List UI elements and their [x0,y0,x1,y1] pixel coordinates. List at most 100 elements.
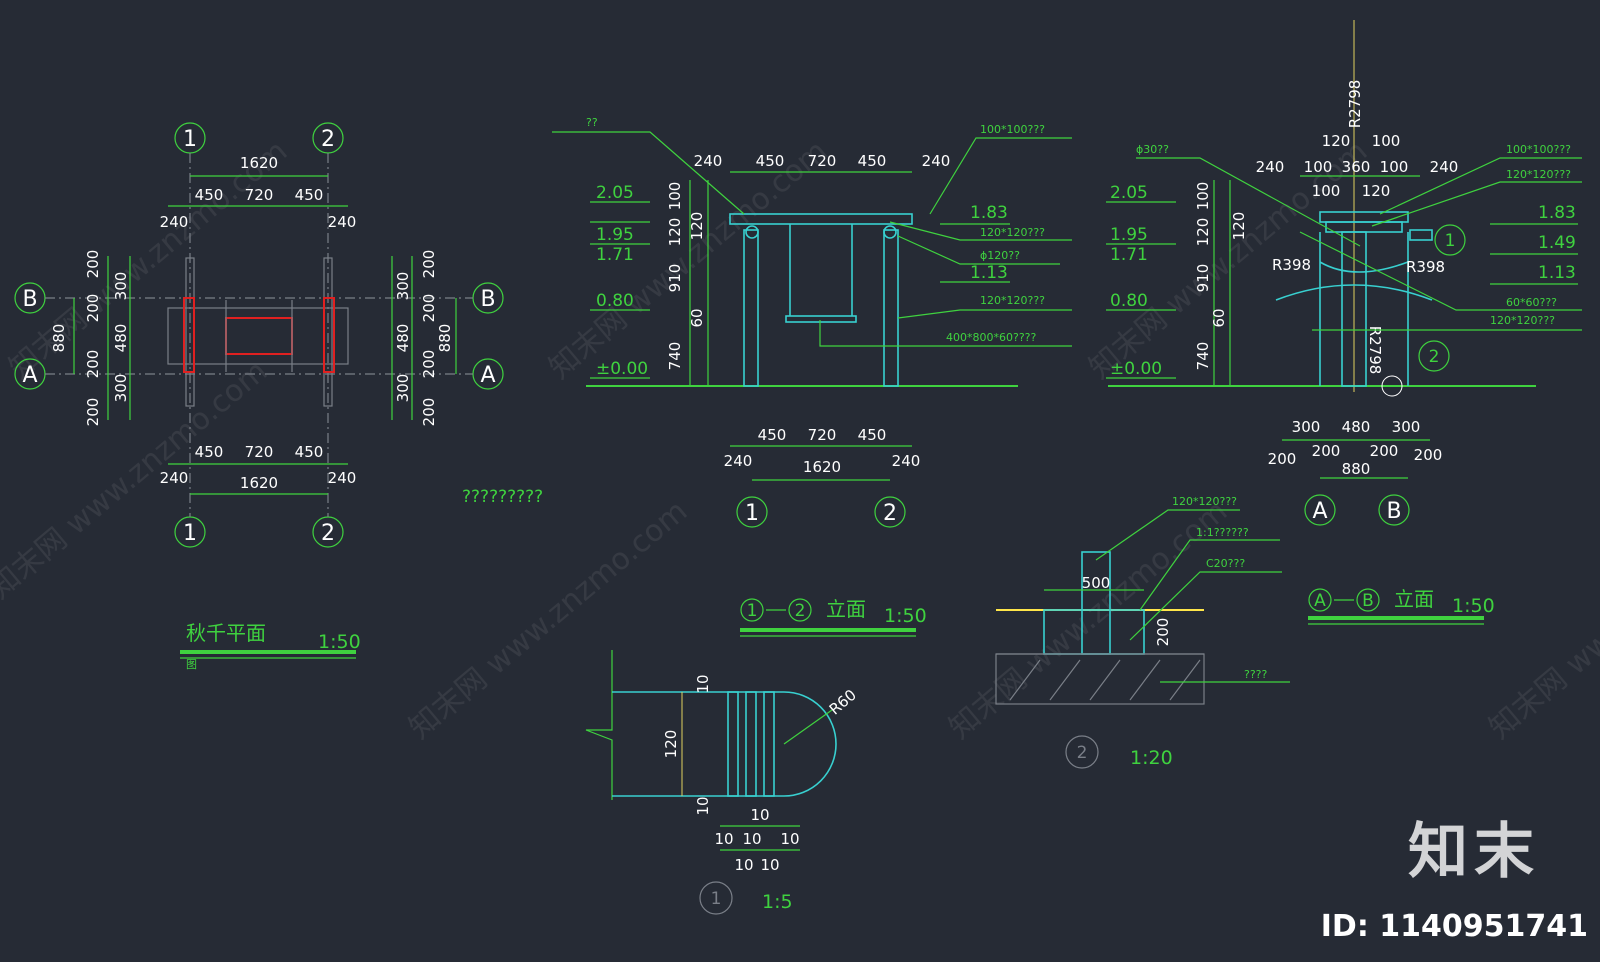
plan-dim-left: 200 [84,350,102,379]
elevAB-title: 立面 [1394,587,1434,611]
callout: 100*100??? [980,123,1045,136]
leader [1129,571,1282,641]
elev12-dim-bottom: 240 [724,452,753,470]
elev12-dim-top: 450 [858,152,887,170]
elevAB-dim-top: 120 [1322,132,1351,150]
elev12-dim-left: 740 [666,342,684,371]
elevAB-dim-bottom: 200 [1268,450,1297,468]
detail1-dim-b: 10 [760,856,779,874]
callout: C20??? [1206,557,1245,570]
elevAB-dim-left: 740 [1194,342,1212,371]
plan-dim-bottom-overall: 1620 [240,474,278,492]
detail2-scale: 1:20 [1130,747,1173,769]
callout: 1:1?????? [1196,526,1249,539]
watermark: 知末网 www.znzmo.com [943,494,1234,746]
level-mark: ±0.00 [596,359,648,379]
elevAB-dim-top: 360 [1342,158,1371,176]
plan-dim-left-inner: 300 [112,374,130,403]
elevAB-dim-top: 100 [1372,132,1401,150]
seat [785,315,857,323]
title-mark-b: B [1362,591,1374,611]
level-mark: 1.83 [970,203,1008,223]
plan-title-tail: 图 [186,658,197,671]
curved-brace [1319,261,1409,273]
axis-bubble-B-right [472,282,504,314]
detail1-mark [699,881,733,915]
plan-dim-bottom: 450 [295,443,324,461]
radius-top: R2798 [1346,80,1364,129]
elev12-dim-left2: 120 [688,212,706,241]
elevAB-dim-left: 910 [1194,264,1212,293]
center-post [1341,231,1367,387]
hatch [1169,659,1201,701]
title-mark [1356,588,1380,612]
level-mark: ±0.00 [1110,359,1162,379]
callout: 400*800*60???? [946,331,1037,344]
detail1-dim-b: 10 [714,830,733,848]
axis-label-1: 1 [183,521,197,546]
plan-title: 秋千平面 [186,621,266,645]
leader [1136,157,1361,247]
plan-dim-right: 200 [420,294,438,323]
level-mark: 2.05 [596,183,634,203]
groove [763,691,775,797]
elevAB-dim-bottom: 200 [1312,442,1341,460]
detail-mark-1 [1434,224,1466,256]
level-mark: 1.71 [1110,245,1148,265]
axis-label-2: 2 [321,521,335,546]
detail-mark-label: 2 [1429,347,1440,367]
leader [1095,509,1240,561]
elev12-dim-left: 60 [688,308,706,327]
elevation-A-B: 2.05 1.95 1.71 0.80 ±0.00 1.83 1.49 1.13… [1106,20,1582,625]
detail-2: 500 200 120*120??? 1:1?????? C20??? ????… [995,495,1290,769]
detail1-dim-v: 10 [694,674,712,693]
title-mark-b: 2 [795,601,806,621]
axis-label-B: B [22,287,37,312]
elev12-dim-bottom: 450 [858,426,887,444]
detail1-height: 120 [662,730,680,759]
post-1-section [183,297,195,373]
detail1-dim-b: 10 [734,856,753,874]
detail-mark-label: 1 [1445,231,1456,251]
elev12-dim-bottom: 720 [808,426,837,444]
callout: 60*60??? [1506,296,1557,309]
plan-dim-bottom: 450 [195,443,224,461]
detail1-dim-v: 10 [694,796,712,815]
leader [889,221,1072,241]
top-beam [729,213,913,225]
callout: 100*100??? [1506,143,1571,156]
plan-dim-right: 200 [420,250,438,279]
hatch [1049,659,1081,701]
axis-bubble-B [1378,494,1410,526]
title-mark [740,598,764,622]
hatch [1009,659,1041,701]
plan-dim-left-inner: 480 [112,324,130,353]
leader [783,709,833,745]
gravel-base [995,653,1205,705]
axis-label-A: A [22,363,37,388]
detail2-mark-label: 2 [1077,743,1088,763]
elevAB-dim-top: 100 [1304,158,1333,176]
elev12-dim-top: 240 [922,152,951,170]
detail-circle [1381,375,1403,397]
level-mark: 2.05 [1110,183,1148,203]
plan-dim-right: 200 [420,350,438,379]
plan-view: 1 2 1 2 B A B A 1620 450 720 450 [14,122,504,671]
plan-dim-top: 240 [328,213,357,231]
detail1-dim-b: 10 [750,806,769,824]
post-left [743,229,759,387]
note-placeholder: ????????? [462,487,543,507]
elevAB-dim-top: 120 [1362,182,1391,200]
axis-bubble-A [1304,494,1336,526]
elevAB-dim-top: 100 [1380,158,1409,176]
leader [1299,231,1582,311]
watermark: 知末网 www.znzmo.com [0,354,274,606]
hanger [1409,229,1433,241]
hatch [1129,659,1161,701]
axis-label-A: A [480,363,495,388]
elevAB-dim-left: 100 [1194,182,1212,211]
elev12-dim-left: 120 [666,218,684,247]
groove [745,691,757,797]
elev12-title: 立面 [826,597,866,621]
